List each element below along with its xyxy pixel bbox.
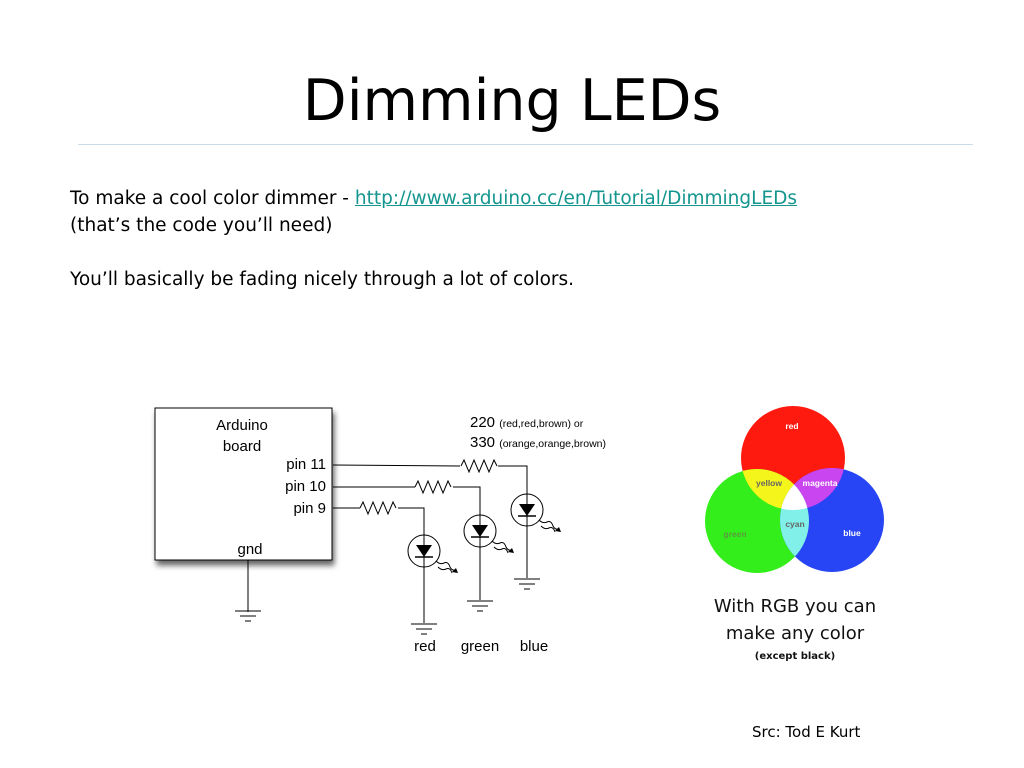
body-line-3: You’ll basically be fading nicely throug… bbox=[70, 269, 575, 290]
resistor-note-1: 220 (red,red,brown) or bbox=[470, 414, 584, 431]
board-label-2: board bbox=[223, 438, 261, 455]
magenta-overlap bbox=[780, 468, 845, 510]
arduino-board bbox=[154, 407, 333, 561]
tutorial-link[interactable]: http://www.arduino.cc/en/Tutorial/Dimmin… bbox=[354, 188, 798, 209]
slide-title: Dimming LEDs bbox=[302, 68, 722, 134]
venn-label-blue: blue bbox=[843, 528, 861, 538]
pin-10-label: pin 10 bbox=[285, 478, 326, 495]
body-line-2: (that’s the code you’ll need) bbox=[70, 215, 333, 236]
intro-text: To make a cool color dimmer - bbox=[70, 188, 355, 209]
led-label-red: red bbox=[414, 638, 436, 655]
rgb-caption-2: make any color bbox=[726, 623, 865, 644]
pin-9-label: pin 9 bbox=[293, 500, 326, 517]
led-label-green: green bbox=[461, 638, 499, 655]
resistor-note-2: 330 (orange,orange,brown) bbox=[470, 434, 606, 451]
venn-label-green: green bbox=[723, 529, 746, 539]
venn-label-yellow: yellow bbox=[756, 478, 782, 488]
pin-11-label: pin 11 bbox=[286, 456, 326, 473]
venn-label-cyan: cyan bbox=[785, 519, 804, 529]
rgb-caption-3: (except black) bbox=[755, 651, 835, 662]
venn-label-red: red bbox=[785, 421, 798, 431]
wires bbox=[247, 464, 528, 623]
board-label-1: Arduino bbox=[216, 417, 268, 434]
body-line-1: To make a cool color dimmer - http://www… bbox=[70, 186, 797, 212]
rgb-caption-1: With RGB you can bbox=[714, 596, 876, 617]
gnd-label: gnd bbox=[237, 541, 262, 558]
venn-label-magenta: magenta bbox=[803, 478, 838, 488]
led-label-blue: blue bbox=[520, 638, 548, 655]
yellow-overlap bbox=[741, 469, 809, 510]
title-divider bbox=[78, 144, 973, 145]
source-credit: Src: Tod E Kurt bbox=[752, 723, 861, 741]
